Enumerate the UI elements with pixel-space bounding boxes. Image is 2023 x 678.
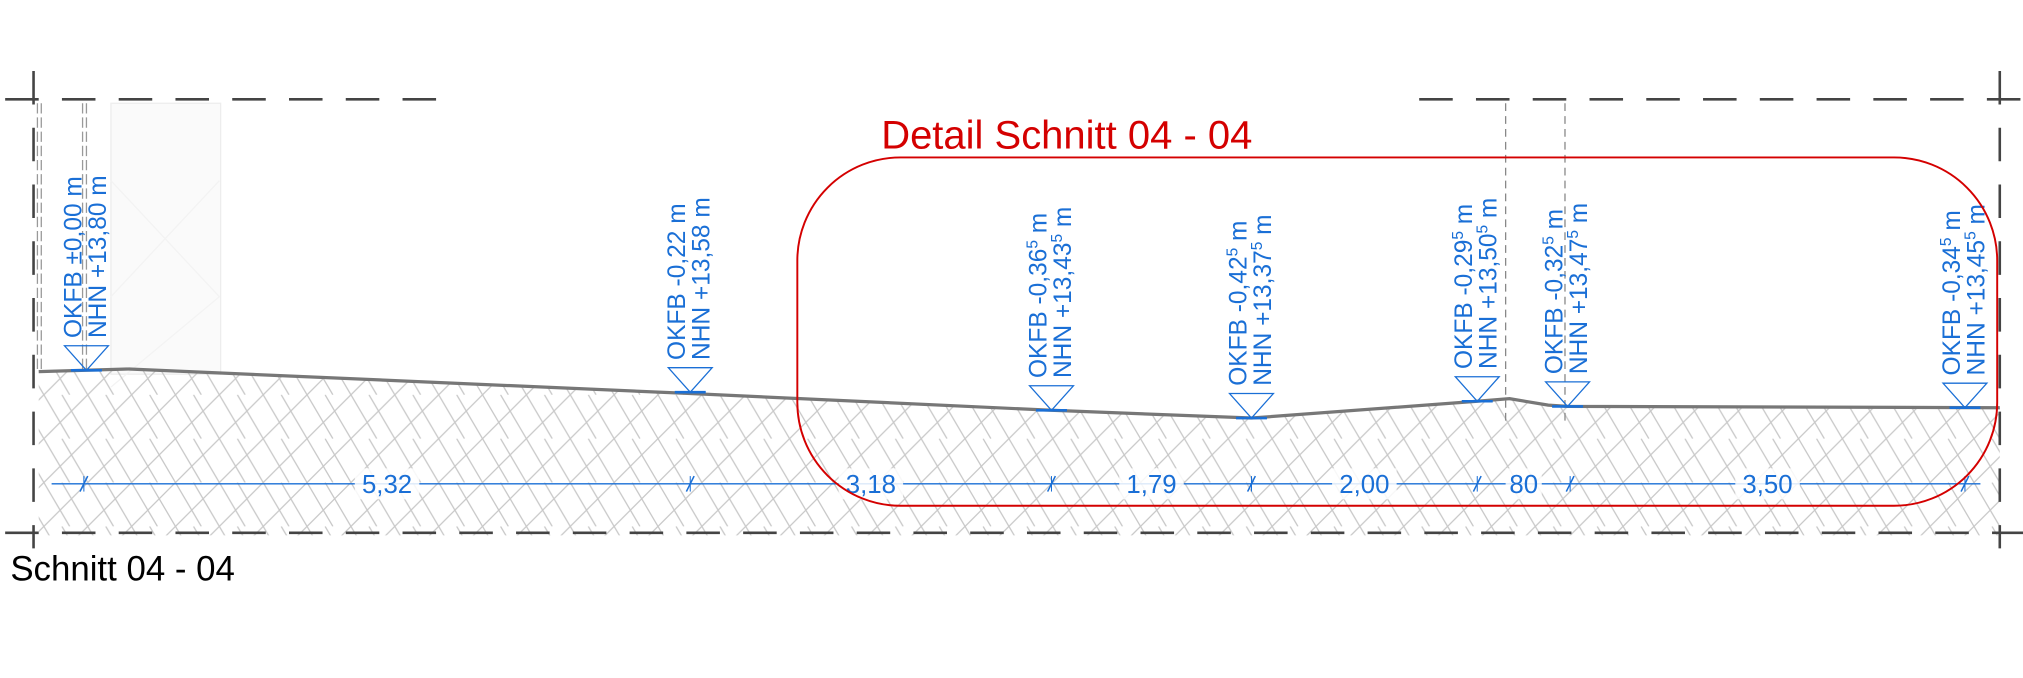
- level-triangle-icon: [666, 367, 714, 394]
- level-triangle-icon: [1453, 376, 1501, 403]
- level-label-nhn: NHN +13,505 m: [1475, 198, 1503, 369]
- level-label-okfb: OKFB -0,365 m: [1024, 213, 1052, 378]
- level-label-okfb: OKFB -0,425 m: [1224, 221, 1252, 386]
- detail-title[interactable]: Detail Schnitt 04 - 04: [881, 113, 1252, 157]
- dimension-label: 2,00: [1339, 471, 1389, 499]
- section-title: Schnitt 04 - 04: [10, 550, 235, 589]
- level-triangle-icon: [1028, 385, 1075, 412]
- detail-callout-frame[interactable]: [796, 156, 1999, 507]
- level-label-okfb: OKFB ±0,00 m: [60, 176, 87, 338]
- level-triangle-icon: [1941, 382, 1989, 409]
- dimension-label: 5,32: [362, 471, 412, 499]
- level-label-okfb: OKFB -0,295 m: [1450, 204, 1478, 369]
- section-frame: [5, 70, 2023, 549]
- level-label-nhn: NHN +13,80 m: [85, 175, 112, 338]
- level-label-okfb: OKFB -0,325 m: [1540, 209, 1568, 374]
- ground-hatch: [38, 368, 2000, 536]
- building-ghost: [110, 102, 222, 388]
- level-triangle-icon: [1228, 392, 1275, 419]
- level-label-nhn: NHN +13,475 m: [1565, 203, 1593, 374]
- level-label-nhn: NHN +13,375 m: [1249, 214, 1277, 385]
- wall-lines: [36, 103, 88, 372]
- dimension-label: 80: [1509, 471, 1538, 499]
- level-label-nhn: NHN +13,455 m: [1962, 204, 1990, 375]
- level-label-nhn: NHN +13,58 m: [689, 197, 716, 360]
- level-label-okfb: OKFB -0,345 m: [1938, 210, 1966, 375]
- level-triangle-icon: [1544, 381, 1591, 408]
- level-triangle-icon: [63, 345, 110, 372]
- dimension-label: 1,79: [1126, 471, 1176, 499]
- dimension-label: 3,50: [1742, 471, 1792, 499]
- level-label-okfb: OKFB -0,22 m: [664, 203, 691, 360]
- level-label-nhn: NHN +13,435 m: [1049, 207, 1077, 378]
